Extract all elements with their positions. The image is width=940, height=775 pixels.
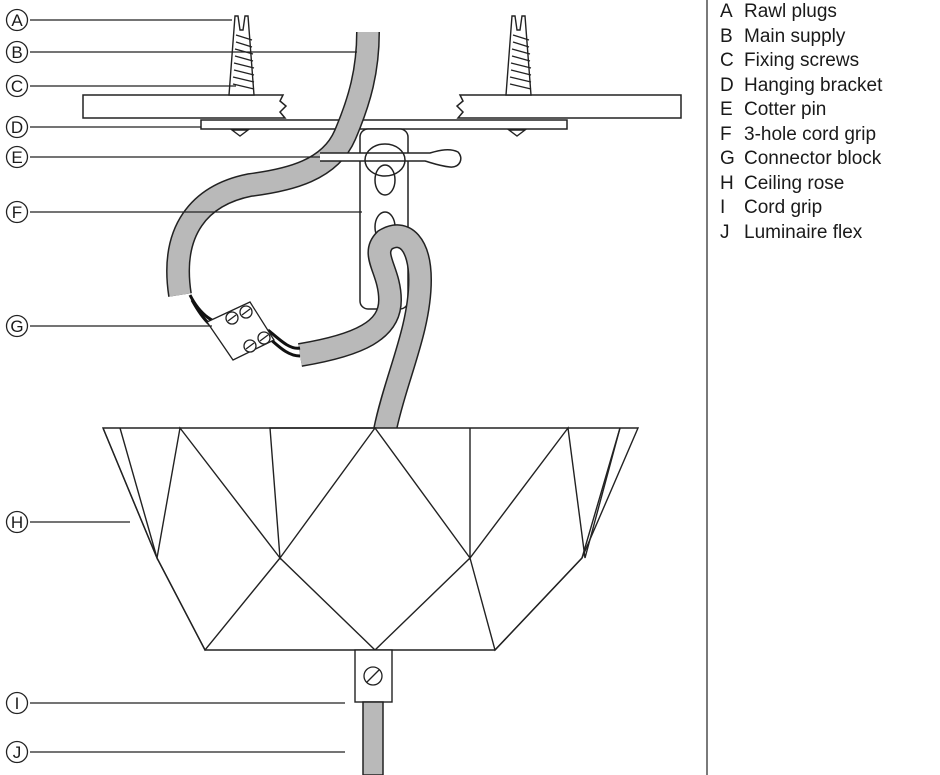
legend-label: 3-hole cord grip — [744, 123, 877, 145]
callout-i: I — [5, 691, 29, 715]
legend-label: Main supply — [744, 25, 846, 47]
callout-g: G — [5, 314, 29, 338]
legend-letter: B — [720, 25, 733, 47]
rawl-plug-right — [505, 15, 532, 137]
callout-c-letter: C — [11, 77, 23, 96]
legend-item-f: F 3-hole cord grip — [720, 123, 940, 148]
legend-item-a: A Rawl plugs — [720, 0, 940, 25]
legend-letter: J — [720, 221, 730, 243]
legend-label: Rawl plugs — [744, 1, 837, 22]
rawl-plug-left — [228, 15, 255, 137]
ceiling-board — [82, 94, 682, 119]
callout-d-letter: D — [11, 118, 23, 137]
legend-label: Luminaire flex — [744, 221, 863, 243]
callout-f: F — [5, 200, 29, 224]
legend-item-i: I Cord grip — [720, 196, 940, 221]
callout-j-letter: J — [13, 743, 22, 762]
callout-h: H — [5, 510, 29, 534]
callout-h-letter: H — [11, 513, 23, 532]
main-supply-cable — [166, 31, 380, 297]
legend-item-b: B Main supply — [720, 25, 940, 50]
legend-label: Hanging bracket — [744, 74, 883, 96]
legend-label: Ceiling rose — [744, 172, 845, 194]
callout-g-letter: G — [10, 317, 23, 336]
callout-a-letter: A — [11, 11, 23, 30]
cotter-pin — [320, 143, 462, 177]
legend-letter: F — [720, 123, 732, 145]
legend-label: Cord grip — [744, 197, 823, 218]
callout-a: A — [5, 8, 29, 32]
legend-item-h: H Ceiling rose — [720, 172, 940, 197]
cord-grip — [354, 649, 393, 703]
callout-c: C — [5, 74, 29, 98]
legend-item-g: G Connector block — [720, 147, 940, 172]
callout-e-letter: E — [11, 148, 22, 167]
legend-label: Cotter pin — [744, 99, 827, 120]
ceiling-rose — [101, 426, 640, 652]
connector-block — [206, 301, 275, 361]
legend-label: Fixing screws — [744, 50, 860, 71]
legend-label: Connector block — [744, 148, 882, 169]
callout-d: D — [5, 115, 29, 139]
hanging-bracket-plate — [200, 119, 568, 130]
callout-b: B — [5, 40, 29, 64]
callout-j: J — [5, 740, 29, 764]
luminaire-flex — [362, 701, 384, 775]
legend-letter: A — [720, 1, 733, 22]
callout-i-letter: I — [15, 694, 20, 713]
legend-letter: C — [720, 50, 734, 71]
legend-item-e: E Cotter pin — [720, 98, 940, 123]
legend-item-j: J Luminaire flex — [720, 221, 940, 246]
legend-letter: G — [720, 148, 735, 169]
callout-e: E — [5, 145, 29, 169]
luminaire-cable-loop — [298, 224, 433, 433]
legend-letter: I — [720, 197, 726, 218]
legend-letter: D — [720, 74, 734, 96]
legend-letter: H — [720, 172, 734, 194]
legend-item-d: D Hanging bracket — [720, 74, 940, 99]
callout-b-letter: B — [11, 43, 22, 62]
leader-lines — [30, 19, 362, 753]
legend-item-c: C Fixing screws — [720, 49, 940, 74]
legend-letter: E — [720, 99, 733, 120]
callout-f-letter: F — [12, 203, 22, 222]
